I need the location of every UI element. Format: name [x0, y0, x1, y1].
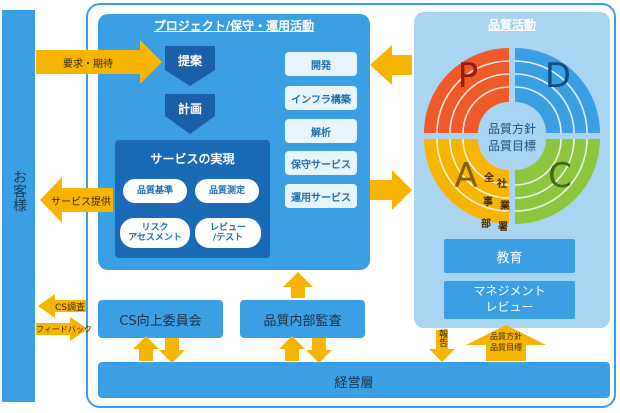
activity-infrastructure: インフラ構築	[285, 86, 357, 110]
step-plan: 計画	[177, 102, 202, 116]
pdca-center	[482, 106, 542, 166]
audit-down-arrow	[306, 338, 332, 363]
cs-survey-arrow	[38, 294, 86, 318]
pdca-a: A	[454, 156, 478, 196]
education-box	[444, 239, 575, 273]
management-bar	[98, 362, 610, 398]
management-label: 経営層	[334, 376, 374, 391]
customer-bar	[2, 10, 35, 402]
policy-goal-label: 品質方針 品質目標	[490, 332, 522, 352]
service-provision-label: サービス提供	[51, 197, 111, 208]
customer-label: お客様	[11, 170, 27, 212]
dept-char-3: 事	[483, 197, 493, 208]
review-box	[444, 281, 575, 319]
quality-policy: 品質方針	[487, 122, 536, 136]
item-review-test: レビュー /テスト	[195, 218, 261, 248]
pdca-wheel	[424, 48, 600, 224]
service-provision-arrow	[40, 177, 113, 223]
activity-operation: 運用サービス	[285, 184, 357, 208]
activity-development: 開発	[285, 52, 357, 76]
activity-maintenance: 保守サービス	[285, 151, 357, 175]
report-label: 報告	[437, 329, 447, 347]
pdca-plan-segment	[424, 48, 509, 133]
dept-char-6: 署	[498, 222, 508, 233]
audit-to-project-arrow	[283, 272, 313, 298]
item-quality-standard: 品質基準	[123, 179, 187, 203]
requirements-arrow	[36, 40, 162, 84]
pdca-p: P	[457, 56, 479, 96]
report-arrow	[429, 330, 455, 362]
feedback-label: フィードバック	[36, 325, 92, 334]
quality-to-project-arrow	[370, 45, 412, 85]
dept-char-4: 業	[500, 201, 510, 212]
pdca-d: D	[544, 56, 572, 96]
review-label: マネジメント レビュー	[473, 284, 546, 314]
cs-down-arrow	[159, 338, 185, 363]
feedback-arrow	[36, 317, 88, 341]
quality-goal: 品質目標	[487, 139, 536, 153]
quality-title: 品質活動	[487, 18, 536, 32]
project-title: プロジェクト/保守・運用活動	[153, 19, 315, 33]
audit-up-arrow	[279, 336, 305, 361]
activity-analysis: 解析	[285, 119, 357, 143]
cs-committee-box	[98, 300, 223, 338]
propose-chevron	[165, 46, 215, 86]
step-chevrons	[165, 46, 215, 134]
pdca-do-segment	[515, 48, 600, 133]
requirements-label: 要求・期待	[63, 59, 113, 70]
pdca-check-segment	[515, 139, 600, 224]
realization-title: サービスの実現	[150, 152, 235, 166]
project-to-quality-arrow	[370, 170, 412, 210]
policy-arrow	[466, 325, 546, 361]
item-risk-assessment: リスク アセスメント	[120, 218, 190, 248]
plan-chevron	[165, 94, 215, 134]
dept-char-2: 社	[497, 179, 507, 190]
education-label: 教育	[496, 251, 523, 266]
pdca-c: C	[548, 156, 572, 196]
audit-box	[240, 300, 365, 338]
cs-survey-label: CS調査	[55, 303, 85, 313]
dept-char-1: 全	[484, 173, 494, 184]
item-quality-measure: 品質測定	[195, 179, 259, 203]
pdca-act-segment	[424, 139, 509, 224]
cs-committee-label: CS向上委員会	[119, 314, 202, 329]
dept-char-5: 部	[481, 219, 491, 230]
cs-up-arrow	[133, 336, 159, 361]
step-propose: 提案	[177, 54, 202, 68]
audit-label: 品質内部監査	[263, 314, 342, 329]
